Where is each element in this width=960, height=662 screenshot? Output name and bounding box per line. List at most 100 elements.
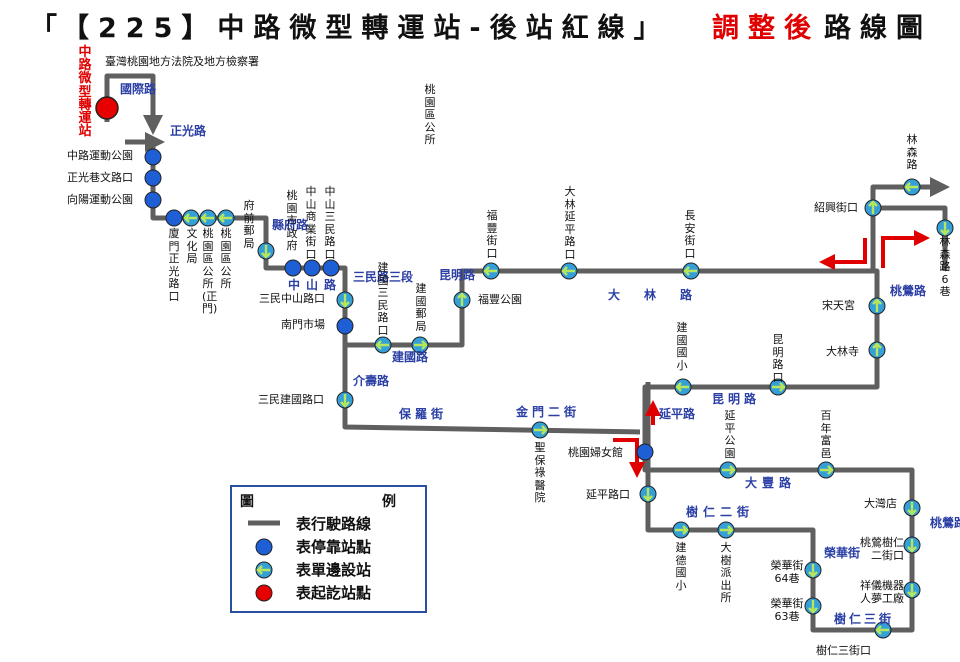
stop-shengbao-hospital: 聖保祿醫院 <box>534 441 546 504</box>
stop-kunming-rd: 昆明路口 <box>772 333 784 384</box>
stop-linsen-6: 林森路6巷 <box>939 235 951 298</box>
stop-jianguo-elem: 建國國小 <box>676 321 688 372</box>
adjustment-arrows <box>613 230 930 478</box>
single-side-arrow-icon <box>808 564 818 578</box>
stop-jianguo-post: 建國郵局 <box>415 282 427 333</box>
single-side-arrow-icon <box>183 213 197 223</box>
stop-marker-xiangyang-park <box>144 191 162 209</box>
road-jianguo: 建國路 <box>392 350 429 364</box>
stop-nanmen-market: 南門市場 <box>281 318 325 331</box>
single-side-arrow-icon <box>872 342 882 356</box>
stop-fuqian-post: 府前郵局 <box>243 199 255 250</box>
stop-marker-zhongshan-shangye <box>303 259 321 277</box>
road-zhongshan: 中山路 <box>288 278 343 292</box>
stop-city-hall: 桃園市政府 <box>286 189 298 252</box>
single-side-arrow-icon <box>561 266 575 276</box>
single-side-arrow-icon <box>907 584 917 598</box>
single-side-arrow-icon <box>200 213 214 223</box>
legend-single-side-symbol <box>255 561 273 579</box>
road-ronghua: 榮華街 <box>824 546 861 560</box>
stop-songtian-temple: 宋天宮 <box>822 299 855 312</box>
stop-fufeng-park: 福豐公園 <box>478 293 522 306</box>
title-open-bracket: 「 <box>30 13 66 44</box>
stop-bainian-fuyi: 百年富邑 <box>820 409 832 460</box>
single-side-arrow-icon <box>872 298 882 312</box>
road-shuren3: 樹仁三街 <box>834 612 895 626</box>
stop-dawan-store: 大灣店 <box>864 497 897 510</box>
stop-sanmin-jianguo: 三民建國路口 <box>258 393 324 406</box>
stop-dalin-yanping: 大林延平路口 <box>564 185 576 261</box>
stop-jianguo-sanmin: 建國三民路口 <box>377 261 389 337</box>
single-side-arrow-icon <box>907 502 917 516</box>
stop-jiande-elem: 建德國小 <box>675 541 687 592</box>
road-baoluo: 保羅街 <box>399 407 448 421</box>
stop-marker-xiamen-zhengguang <box>165 209 183 227</box>
stop-marker-zhengguang-lane <box>144 169 162 187</box>
legend-row-single-side: 表單邊設站 <box>246 559 421 581</box>
single-side-arrow-icon <box>483 266 497 276</box>
red-arrow-down <box>613 438 645 478</box>
start-terminal-label: 中路微型轉運站 <box>78 45 92 140</box>
legend-row-route: 表行駛路線 <box>246 513 421 535</box>
legend-row-terminal: 表起訖站點 <box>246 582 421 604</box>
single-side-arrow-icon <box>820 465 834 475</box>
stop-zhongshan-shangye: 中山商業街口 <box>305 185 317 261</box>
legend-stop-symbol <box>255 538 273 556</box>
single-side-arrow-icon <box>940 222 950 236</box>
stop-zhongshan-sanmin: 中山三民路口 <box>324 185 336 261</box>
stop-ronghua-63: 榮華街63巷 <box>770 597 804 623</box>
stop-culture-bureau: 文化局 <box>186 227 198 265</box>
single-side-arrow-icon <box>772 382 786 392</box>
road-kunming1: 昆明路 <box>439 268 476 282</box>
stop-zhonglu-park: 中路運動公園 <box>67 149 133 162</box>
stop-sanmin-zhongshan: 三民中山路口 <box>259 292 325 305</box>
single-side-arrow-icon <box>683 266 697 276</box>
stop-marker-zhongshan-sanmin <box>322 259 340 277</box>
road-xianfu: 縣府路 <box>272 218 309 232</box>
road-zhengguang: 正光路 <box>170 124 207 138</box>
stop-taoying-shuren2: 桃鶯樹仁二街口 <box>860 536 904 562</box>
single-side-arrow-icon <box>340 394 350 408</box>
stop-marker-zhonglu-park <box>144 148 162 166</box>
stop-dashu-police: 大樹派出所 <box>720 541 732 604</box>
single-side-arrow-icon <box>675 382 689 392</box>
single-side-arrow-icon <box>722 465 736 475</box>
stop-marker-city-hall <box>284 259 302 277</box>
stop-xiangyi-machine: 祥儀機器人夢工廠 <box>860 579 904 605</box>
road-kunming2: 昆明路 <box>712 392 761 406</box>
single-side-arrow-icon <box>218 213 232 223</box>
stop-zhengguang-lane: 正光巷文路口 <box>67 171 133 184</box>
single-side-arrow-icon <box>675 525 689 535</box>
legend-box: 圖 例 表行駛路線 表停靠站點 表單邊設站 表起訖站點 <box>230 485 427 613</box>
stop-district-office-front: 桃園區公所(正門) <box>202 227 218 315</box>
stop-shuren3-st: 樹仁三街口 <box>816 644 871 657</box>
legend-terminal-symbol <box>255 584 273 602</box>
road-jieshou: 介壽路 <box>353 374 390 388</box>
road-shuren2: 樹仁二街 <box>686 505 755 519</box>
road-dafeng: 大豐路 <box>745 476 797 490</box>
road-taoying2: 桃鶯路 <box>930 516 960 530</box>
title-tail: 路線圖 <box>824 13 932 44</box>
stop-dalin-temple: 大林寺 <box>826 345 859 358</box>
single-side-arrow-icon <box>907 539 917 553</box>
road-taoying1: 桃鶯路 <box>890 284 927 298</box>
legend-row-stop: 表停靠站點 <box>246 536 421 558</box>
red-arrow-left <box>819 238 867 270</box>
road-guoji: 國際路 <box>120 82 157 96</box>
road-jinmen2: 金門二街 <box>516 405 581 419</box>
stop-fufeng-st: 福豐街口 <box>486 209 498 260</box>
stop-marker-nanmen-market <box>336 317 354 335</box>
legend-route-label: 表行駛路線 <box>296 515 372 533</box>
stop-xiamen-zhengguang: 廈門正光路口 <box>168 227 180 303</box>
legend-header-left: 圖 <box>240 494 254 510</box>
stop-taoyuan-women: 桃園婦女館 <box>568 446 623 459</box>
legend-route-symbol <box>248 520 280 526</box>
red-arrow-right <box>881 230 930 268</box>
single-side-arrow-icon <box>904 182 918 192</box>
court-landmark: 臺灣桃園地方法院及地方檢察署 <box>105 55 259 68</box>
single-side-arrow-icon <box>808 600 818 614</box>
stop-changan-st: 長安街口 <box>684 209 696 260</box>
single-side-arrow-icon <box>875 625 889 635</box>
single-side-arrow-icon <box>261 245 271 259</box>
